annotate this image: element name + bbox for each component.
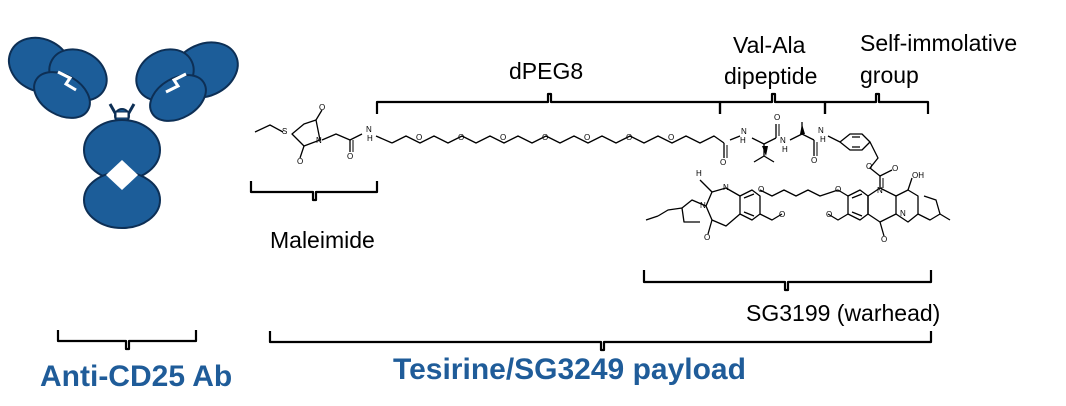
dpeg8-bracket xyxy=(375,92,722,114)
val-ala-label-line2: dipeptide xyxy=(724,63,818,89)
sulfur-atom-label: S xyxy=(282,127,288,136)
anilide-nitrogen-label: N xyxy=(818,126,824,135)
peg-oxygen-2-label: O xyxy=(458,133,465,142)
antibody-left-fab xyxy=(7,36,108,119)
hydroxyl-label: OH xyxy=(912,171,924,180)
pbd-left-imine-nitrogen-label: N xyxy=(723,183,729,192)
antibody-fc xyxy=(83,119,161,229)
pbd-right-ring-nitrogen-label: N xyxy=(900,209,906,218)
pbd-left-ring-nitrogen-label: N xyxy=(700,201,706,210)
val-hydrogen-label: H xyxy=(740,136,746,145)
warhead-bracket xyxy=(642,270,933,292)
payload-bracket xyxy=(268,331,933,352)
antibody-title: Anti-CD25 Ab xyxy=(40,360,233,393)
amide-hydrogen-label: H xyxy=(367,134,373,143)
self-immolative-bracket xyxy=(823,92,930,114)
val-ala-label-line1: Val-Ala xyxy=(733,32,806,58)
warhead-label: SG3199 (warhead) xyxy=(746,300,941,326)
payload-title: Tesirine/SG3249 payload xyxy=(393,353,746,386)
peg-carbonyl-oxygen-label: O xyxy=(720,158,727,167)
maleimide-oxygen-top-label: O xyxy=(319,103,326,112)
antibody-bracket xyxy=(56,330,198,351)
methoxy-oxygen-left-label: O xyxy=(779,210,786,219)
peg-oxygen-6-label: O xyxy=(626,133,633,142)
val-oxygen-label: O xyxy=(774,113,781,122)
ala-nitrogen-label: N xyxy=(780,136,786,145)
pbd-right-carbonyl-oxygen-label: O xyxy=(881,235,888,244)
pbd-left-carbonyl-oxygen-label: O xyxy=(704,233,711,242)
self-immolative-label-line2: group xyxy=(860,62,919,88)
carbonyl-oxygen-label: O xyxy=(347,152,354,161)
antibody-right-fab xyxy=(135,41,239,122)
antibody-icon xyxy=(7,36,239,229)
maleimide-bracket xyxy=(249,181,379,202)
methoxy-oxygen-right-label: O xyxy=(826,210,833,219)
self-immolative-label-line1: Self-immolative xyxy=(860,30,1018,56)
anilide-hydrogen-label: H xyxy=(820,135,826,144)
carbamate-carbonyl-oxygen-label: O xyxy=(892,164,899,173)
peg-oxygen-4-label: O xyxy=(542,133,549,142)
peg-oxygen-1-label: O xyxy=(416,133,423,142)
dpeg8-label: dPEG8 xyxy=(509,58,584,84)
ala-oxygen-label: O xyxy=(811,156,818,165)
val-nitrogen-label: N xyxy=(741,127,747,136)
peg-oxygen-5-label: O xyxy=(584,133,591,142)
val-ala-bracket xyxy=(718,92,827,114)
maleimide-oxygen-bottom-label: O xyxy=(297,157,304,166)
maleimide-label: Maleimide xyxy=(270,227,375,253)
pbd-left-hydrogen-label: H xyxy=(696,169,702,178)
peg-oxygen-7-label: O xyxy=(668,133,675,142)
amide-nitrogen-label: N xyxy=(366,125,372,134)
ether-oxygen-right-label: O xyxy=(835,185,842,194)
ala-hydrogen-label: H xyxy=(782,145,788,154)
carbamate-oxygen-label: O xyxy=(866,162,873,171)
ether-oxygen-left-label: O xyxy=(758,185,765,194)
peg-oxygen-3-label: O xyxy=(500,133,507,142)
pbd-right-nitrogen-label: N xyxy=(877,186,883,195)
maleimide-nitrogen-label: N xyxy=(316,136,322,145)
chemical-structure xyxy=(254,109,951,237)
